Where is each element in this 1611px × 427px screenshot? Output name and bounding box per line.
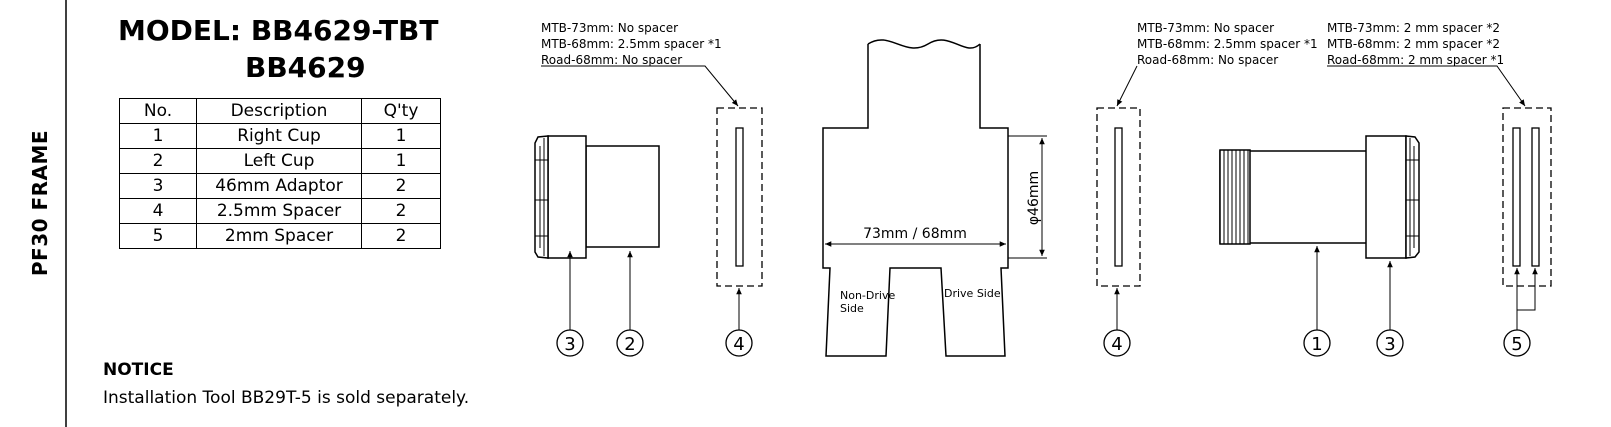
frame-shell-drawing: [822, 39, 1009, 357]
parts-table: No. Description Q'ty 1 Right Cup 1 2 Lef…: [119, 98, 441, 249]
non-drive-side-label-line2: Side: [840, 302, 864, 315]
header-qty: Q'ty: [361, 98, 441, 124]
svg-text:2: 2: [624, 334, 635, 355]
model-title-line2: BB4629: [245, 51, 366, 84]
non-drive-side-label-line1: Non-Drive: [840, 289, 895, 302]
callout-4-right: 4: [1103, 329, 1131, 357]
table-row: 4 2.5mm Spacer 2: [119, 198, 441, 224]
drive-side-label: Drive Side: [944, 287, 1001, 300]
shell-width-label: 73mm / 68mm: [863, 226, 967, 242]
left-note-line3: Road-68mm: No spacer: [541, 53, 682, 67]
right-cup-drawing: [1219, 135, 1420, 259]
callout-leader-5b: [1516, 268, 1536, 330]
left-cup-drawing: [534, 135, 660, 259]
shell-diameter-label: φ46mm: [1026, 171, 1042, 225]
cell-qty: 2: [361, 223, 441, 249]
far-right-note-line3: Road-68mm: 2 mm spacer *1: [1327, 53, 1504, 67]
cell-qty: 1: [361, 148, 441, 174]
notice-text: Installation Tool BB29T-5 is sold separa…: [103, 388, 470, 408]
svg-text:4: 4: [733, 334, 744, 355]
cell-qty: 2: [361, 198, 441, 224]
svg-text:3: 3: [564, 334, 575, 355]
table-row: 1 Right Cup 1: [119, 123, 441, 149]
header-no: No.: [119, 98, 197, 124]
svg-text:5: 5: [1511, 334, 1522, 355]
cell-no: 4: [119, 198, 197, 224]
table-header-row: No. Description Q'ty: [119, 98, 441, 124]
callout-3-left: 3: [556, 329, 584, 357]
left-note-line2: MTB-68mm: 2.5mm spacer *1: [541, 37, 722, 51]
callout-2: 2: [616, 329, 644, 357]
right-spacer-drawing: [1096, 107, 1141, 287]
cell-no: 5: [119, 223, 197, 249]
svg-text:4: 4: [1111, 334, 1122, 355]
cell-description: 2mm Spacer: [196, 223, 362, 249]
far-right-spacer-drawing: [1502, 107, 1552, 287]
far-right-note-line2: MTB-68mm: 2 mm spacer *2: [1327, 37, 1500, 51]
model-title-line1: MODEL: BB4629-TBT: [118, 14, 439, 47]
left-spacer-drawing: [716, 107, 763, 287]
table-row: 5 2mm Spacer 2: [119, 223, 441, 249]
left-note-line1: MTB-73mm: No spacer: [541, 21, 678, 35]
left-note-leader: [541, 65, 739, 107]
cell-qty: 1: [361, 123, 441, 149]
callout-4-left: 4: [725, 329, 753, 357]
right-note-line2: MTB-68mm: 2.5mm spacer *1: [1137, 37, 1318, 51]
right-note-line3: Road-68mm: No spacer: [1137, 53, 1278, 67]
far-right-note-leader: [1327, 65, 1526, 107]
callout-1: 1: [1303, 329, 1331, 357]
right-note-line1: MTB-73mm: No spacer: [1137, 21, 1274, 35]
notice-title: NOTICE: [103, 360, 174, 380]
far-right-note-line1: MTB-73mm: 2 mm spacer *2: [1327, 21, 1500, 35]
cell-description: 2.5mm Spacer: [196, 198, 362, 224]
right-note-leader: [1116, 65, 1138, 107]
callout-5: 5: [1503, 329, 1531, 357]
callout-3-right: 3: [1376, 329, 1404, 357]
svg-text:3: 3: [1384, 334, 1395, 355]
svg-text:1: 1: [1311, 334, 1322, 355]
